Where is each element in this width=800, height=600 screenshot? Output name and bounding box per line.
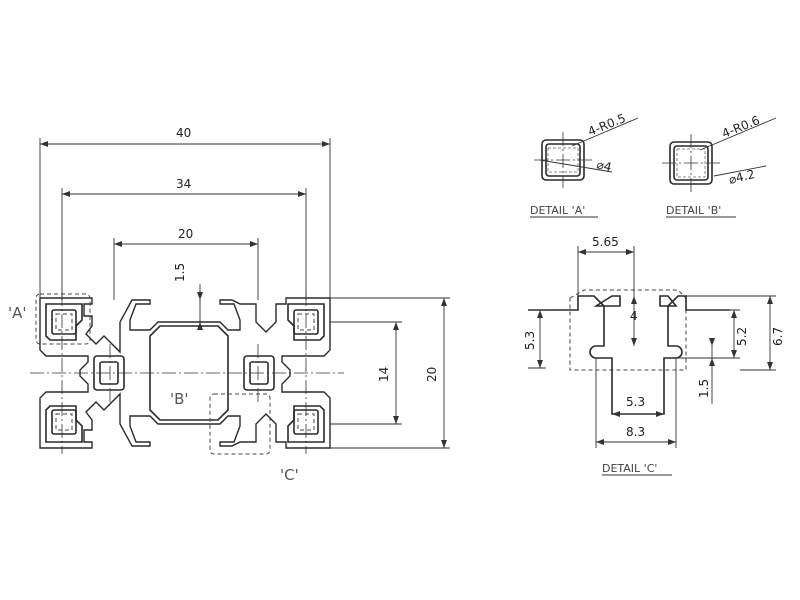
detail-c-right-inner: 5.2	[735, 327, 749, 346]
detail-a-radius: 4-R0.5	[586, 111, 628, 139]
detail-b-caption: DETAIL 'B'	[666, 204, 721, 217]
label-c: 'C'	[280, 466, 299, 484]
hole-left-lower	[51, 409, 77, 435]
main-profile-view: 'A' 'B' 'C' 40 34 20	[8, 126, 450, 484]
dim-wall-thickness: 1.5	[173, 263, 203, 330]
dim-14-label: 14	[377, 367, 391, 382]
detail-c-caption: DETAIL 'C'	[602, 462, 657, 475]
dim-20-label: 20	[178, 227, 193, 241]
dim-overall-height: 20	[330, 297, 450, 449]
hole-a	[51, 309, 77, 335]
detail-b-radius: 4-R0.6	[720, 113, 762, 141]
detail-c-lip: 1.5	[697, 379, 711, 398]
dim-34-label: 34	[176, 177, 191, 191]
detail-a-caption: DETAIL 'A'	[530, 204, 585, 217]
detail-a-marker	[35, 293, 91, 345]
dim-40-label: 40	[176, 126, 191, 140]
detail-b-view: 4-R0.6 ⌀4.2 DETAIL 'B'	[662, 113, 777, 218]
center-hollow	[149, 325, 229, 421]
dim-1-5-label: 1.5	[173, 263, 187, 282]
detail-c-slot-depth: 4	[630, 309, 638, 323]
detail-c-left-height: 5.3	[523, 331, 537, 350]
dim-inner-height: 14	[330, 321, 402, 425]
dim-slot-pitch: 34	[61, 177, 307, 300]
detail-c-right-outer: 6.7	[771, 327, 785, 346]
detail-c-bottom-width: 8.3	[626, 425, 645, 439]
label-a: 'A'	[8, 304, 27, 322]
dim-center-width: 20	[113, 227, 259, 300]
detail-a-view: 4-R0.5 ⌀4 DETAIL 'A'	[530, 111, 639, 218]
detail-a-diameter: ⌀4	[595, 157, 613, 174]
detail-c-marker	[209, 393, 271, 455]
detail-c-opening: 5.3	[626, 395, 645, 409]
detail-b-diameter: ⌀4.2	[727, 167, 756, 187]
label-b: 'B'	[170, 390, 189, 408]
detail-c-view: 5.65 4 5.3 5.2 6.7 1.5	[523, 235, 785, 476]
detail-c-top-width: 5.65	[592, 235, 619, 249]
dim-overall-width: 40	[39, 126, 331, 298]
dim-20-height-label: 20	[425, 367, 439, 382]
